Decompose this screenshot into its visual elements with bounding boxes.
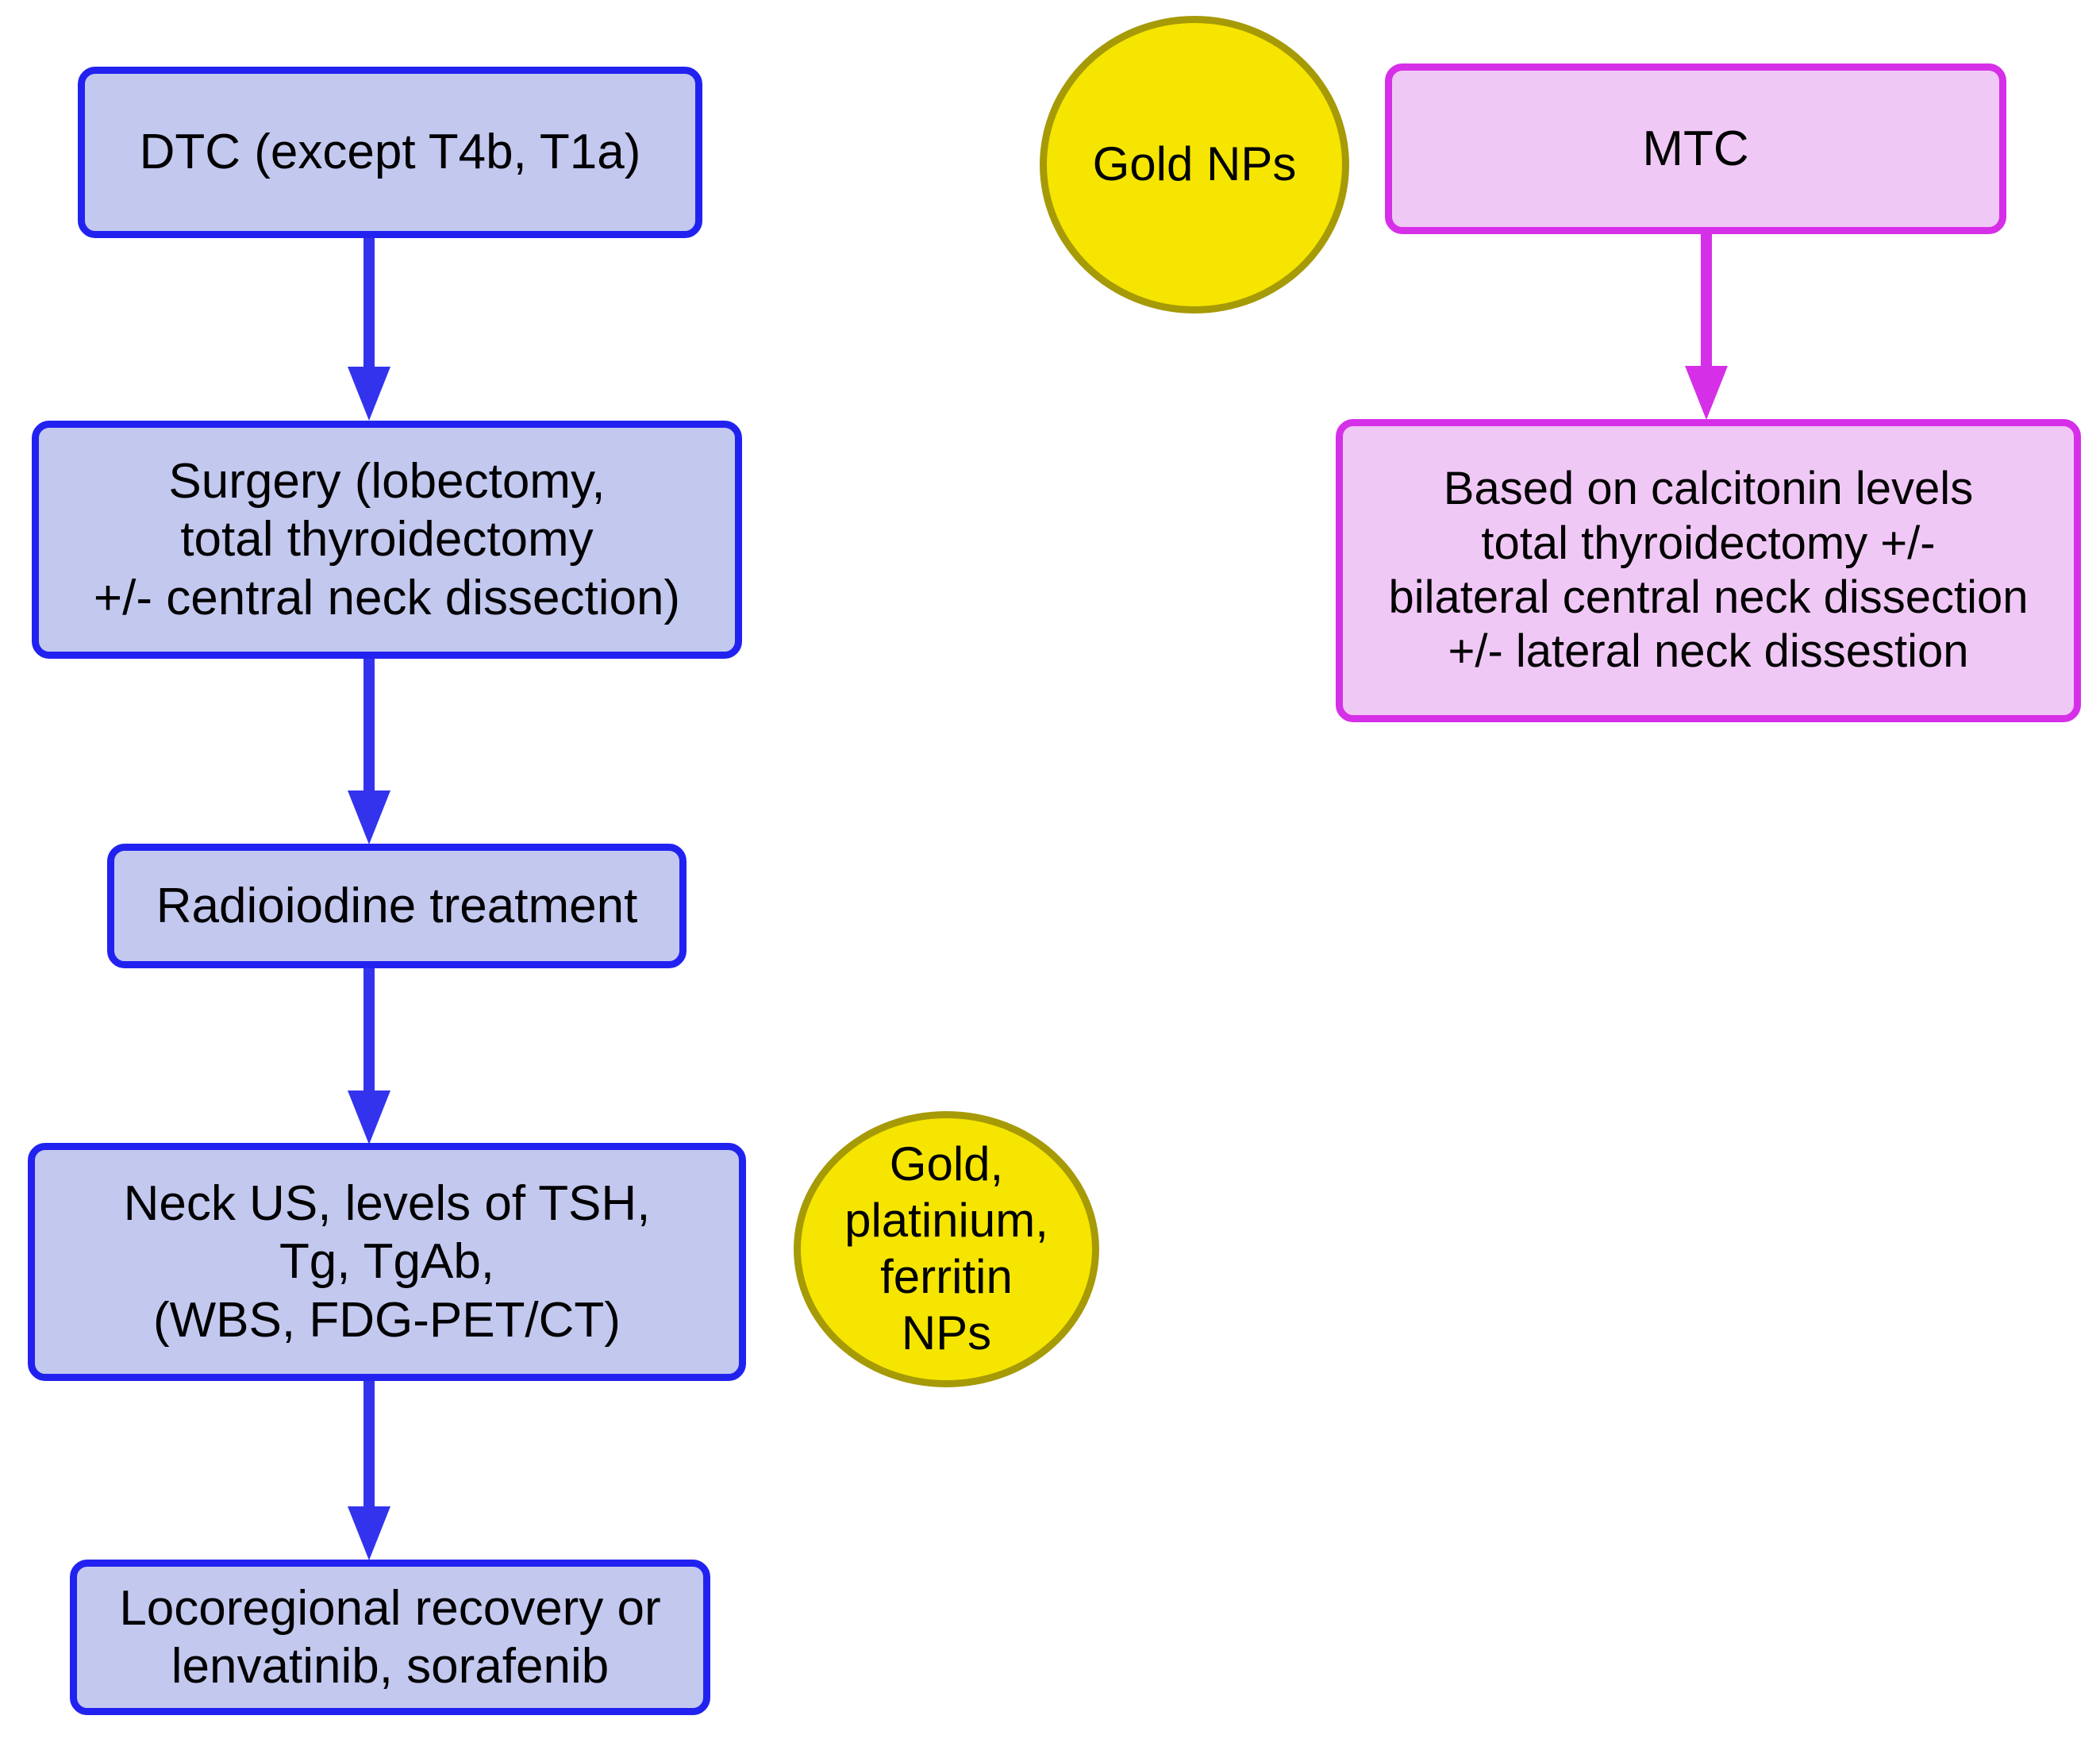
arrow-followup-to-recovery: [345, 1381, 393, 1562]
arrow-mtc-to-calcitonin: [1683, 234, 1730, 421]
arrow-radioiodine-to-followup: [345, 968, 393, 1146]
node-locoregional-recovery[interactable]: Locoregional recovery or lenvatinib, sor…: [70, 1560, 710, 1715]
node-dtc[interactable]: DTC (except T4b, T1a): [78, 67, 702, 238]
arrow-dtc-to-surgery: [345, 238, 393, 422]
node-calcitonin-based-surgery[interactable]: Based on calcitonin levels total thyroid…: [1336, 419, 2081, 722]
node-radioiodine-treatment[interactable]: Radioiodine treatment: [107, 844, 687, 968]
node-mtc[interactable]: MTC: [1385, 63, 2006, 234]
annotation-gold-platinium-ferritin-nps[interactable]: Gold, platinium, ferritin NPs: [794, 1111, 1099, 1387]
node-surgery[interactable]: Surgery (lobectomy, total thyroidectomy …: [32, 421, 742, 659]
annotation-gold-nps[interactable]: Gold NPs: [1040, 16, 1349, 313]
arrow-surgery-to-radioiodine: [345, 659, 393, 846]
node-followup-imaging-labs[interactable]: Neck US, levels of TSH, Tg, TgAb, (WBS, …: [28, 1143, 746, 1381]
